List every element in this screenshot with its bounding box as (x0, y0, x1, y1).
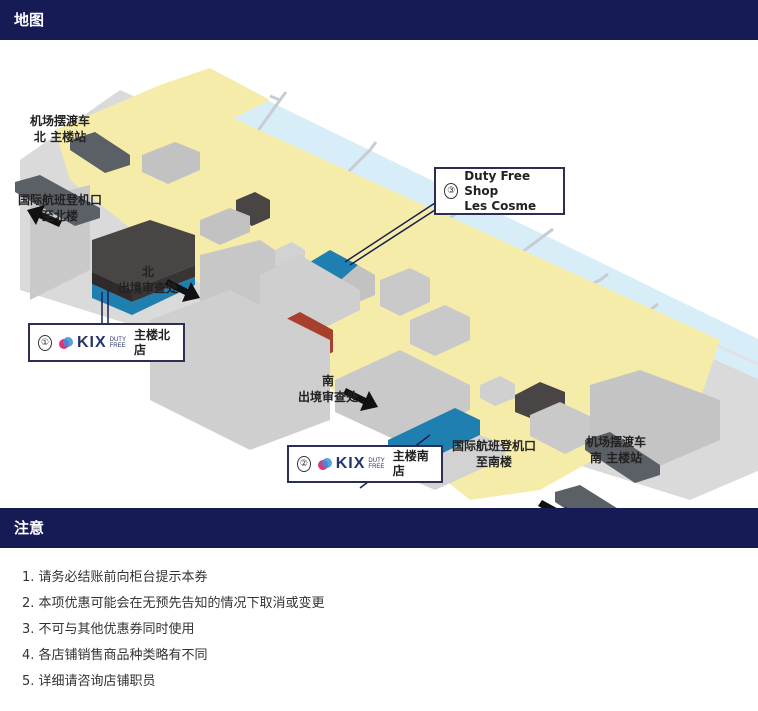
store-name: 主楼北店 (133, 327, 170, 357)
north-dark-building (92, 220, 195, 290)
list-item: 2. 本项优惠可能会在无预先告知的情况下取消或变更 (22, 596, 325, 611)
store-number: ② (297, 456, 311, 472)
label-shuttle-south: 机场摆渡车 南 主楼站 (586, 435, 647, 465)
notes-section-header: 注意 (0, 508, 758, 548)
label-intl-gate-south: 国际航班登机口 至南楼 (452, 439, 537, 469)
label-intl-gate-north: 国际航班登机口 至北楼 (18, 193, 103, 223)
terminal-map-graphic (15, 68, 758, 508)
label-exit-north: 北 出境审查处 (118, 265, 179, 295)
store-number: ③ (444, 183, 459, 199)
terminal-map: 机场摆渡车 北 主楼站 国际航班登机口 至北楼 北 出境审查处 南 出境审查处 … (0, 40, 758, 508)
notes-section-title: 注意 (14, 519, 45, 537)
store-callout-les-cosme[interactable]: ③ Duty Free Shop Les Cosme (434, 167, 565, 215)
label-shuttle-north: 机场摆渡车 北 主楼站 (30, 114, 91, 144)
list-item: 1. 请务必结账前向柜台提示本券 (22, 570, 208, 585)
store-name: 主楼南店 (392, 449, 429, 478)
store-number: ① (38, 334, 52, 351)
label-exit-south: 南 出境审查处 (298, 374, 359, 404)
list-item: 4. 各店铺销售商品种类略有不同 (22, 648, 208, 663)
kix-logo-icon (58, 335, 74, 351)
map-section-header: 地图 (0, 0, 758, 40)
shuttle-trains (15, 132, 660, 508)
kix-logo-icon (317, 456, 333, 472)
store-name: Duty Free Shop Les Cosme (464, 168, 537, 213)
map-section-title: 地图 (14, 11, 45, 29)
list-item: 3. 不可与其他优惠券同时使用 (22, 622, 195, 637)
notes-list: 1. 请务必结账前向柜台提示本券 2. 本项优惠可能会在无预先告知的情况下取消或… (0, 548, 758, 700)
direction-arrows (27, 205, 567, 508)
north-store-block (92, 277, 195, 315)
list-item: 5. 详细请咨询店铺职员 (22, 674, 156, 689)
